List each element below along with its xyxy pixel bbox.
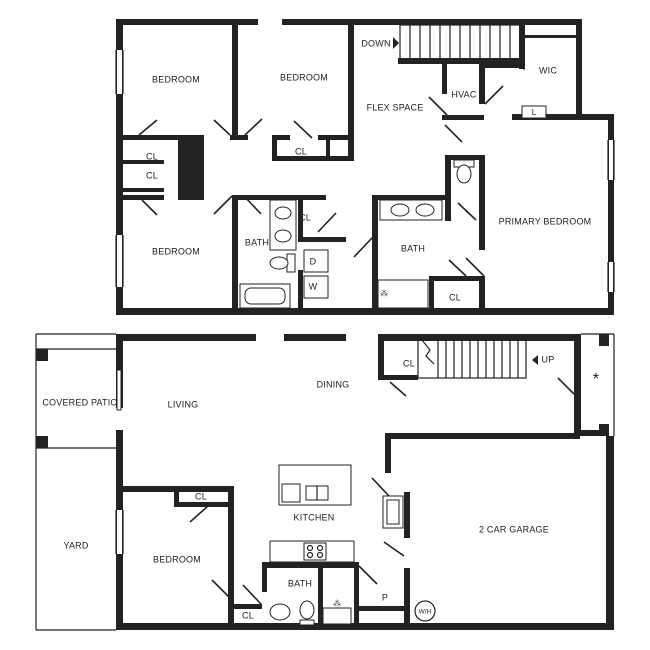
closet-label-bedroom: CL — [195, 491, 207, 501]
stairs-down-label: DOWN — [361, 38, 390, 48]
shower-icon — [377, 279, 429, 309]
lower-windows — [115, 510, 124, 554]
upper-labels: BEDROOM BEDROOM BEDROOM CL CL CL CL BATH… — [146, 38, 591, 302]
toilet-icon — [299, 619, 315, 626]
water-heater-icon — [414, 600, 436, 622]
closet-label-entry: CL — [403, 358, 415, 368]
room-label-dining: DINING — [317, 379, 350, 389]
room-label-bath-hall: BATH — [245, 237, 269, 247]
stairs-down-arrow-icon — [393, 37, 399, 49]
washer-label: W — [309, 281, 318, 291]
closet-label-primary: CL — [449, 292, 461, 302]
room-label-bedroom-nw: BEDROOM — [152, 74, 200, 84]
closet-label-1: CL — [146, 151, 158, 161]
lower-stairs — [417, 339, 538, 379]
cooktop-icon — [303, 542, 327, 561]
stairs-up-label: UP — [542, 354, 555, 364]
lower-fixtures: ⁂ — [269, 464, 436, 626]
upper-floor: ⁂ BEDROOM BEDROOM BEDROOM — [115, 19, 615, 315]
lower-interior-walls — [122, 340, 418, 630]
room-label-garage: 2 CAR GARAGE — [479, 524, 549, 534]
lower-exterior-walls — [116, 334, 614, 630]
linen-label: L — [532, 108, 537, 117]
shower-drain-icon — [322, 607, 352, 625]
washer-icon — [303, 275, 329, 299]
room-label-bedroom-n: BEDROOM — [280, 72, 328, 82]
room-label-bedroom-sw: BEDROOM — [152, 246, 200, 256]
dryer-label: D — [310, 256, 317, 266]
svg-text:⁂: ⁂ — [333, 599, 341, 608]
room-label-living: LIVING — [168, 399, 199, 409]
upper-stairs — [393, 24, 525, 70]
area-label-yard: YARD — [63, 540, 88, 550]
water-heater-label: W/H — [419, 609, 432, 616]
upper-doors — [138, 85, 504, 277]
lower-doors — [189, 377, 575, 605]
pantry-label: P — [382, 592, 388, 602]
patio-yard-outline — [35, 333, 615, 631]
closet-label-bath: CL — [242, 610, 254, 620]
closet-label-3: CL — [295, 146, 307, 156]
room-label-primary-bath: BATH — [401, 243, 425, 253]
room-label-hvac: HVAC — [451, 89, 476, 99]
upper-windows — [115, 50, 615, 292]
room-label-flex-space: FLEX SPACE — [367, 102, 424, 112]
room-label-bedroom: BEDROOM — [153, 554, 201, 564]
entry-marker: * — [593, 371, 599, 388]
upper-exterior-walls — [116, 19, 614, 315]
dryer-icon — [303, 249, 329, 273]
room-label-kitchen: KITCHEN — [294, 512, 335, 522]
closet-label-bath: CL — [299, 212, 311, 222]
svg-text:⁂: ⁂ — [380, 289, 388, 298]
room-label-bath: BATH — [288, 578, 312, 588]
room-label-primary-bedroom: PRIMARY BEDROOM — [499, 216, 592, 226]
closet-label-2: CL — [146, 170, 158, 180]
stairs-up-arrow-icon — [532, 355, 538, 365]
area-label-covered-patio: COVERED PATIO — [42, 397, 117, 407]
lower-labels: COVERED PATIO LIVING DINING CL UP * CL K… — [42, 354, 599, 620]
lower-floor: ⁂ COVERED PATIO LIVING DINING CL UP * CL… — [35, 333, 615, 631]
room-label-wic: WIC — [539, 65, 557, 75]
sink-icon — [269, 603, 291, 621]
upper-fixtures: ⁂ — [239, 105, 547, 309]
